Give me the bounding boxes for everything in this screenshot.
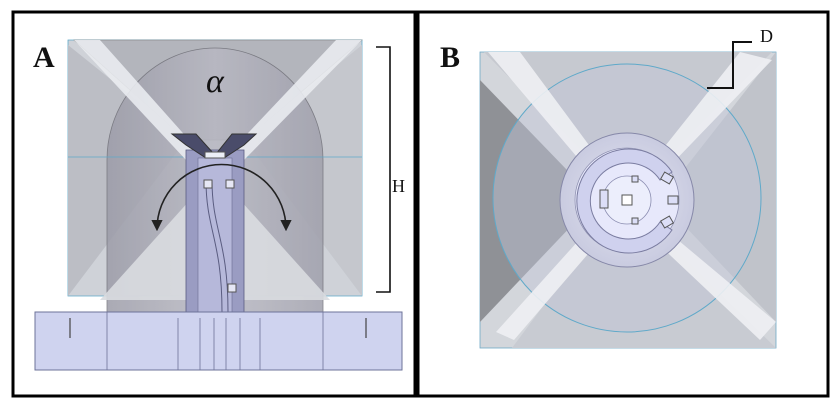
chip-1 bbox=[203, 179, 213, 189]
light-beam-top-left bbox=[488, 52, 600, 170]
diameter-label: D bbox=[760, 26, 773, 46]
height-label: H bbox=[392, 176, 405, 196]
prism-face-right bbox=[660, 52, 776, 322]
panel-a-label: A bbox=[33, 41, 55, 74]
center-tab-bottom bbox=[631, 217, 639, 225]
c-mount bbox=[576, 148, 673, 254]
light-beam-bottom-right bbox=[654, 230, 776, 340]
side-tab-2 bbox=[667, 195, 679, 205]
chip-3 bbox=[227, 283, 237, 293]
light-wedge-right-top bbox=[232, 40, 362, 160]
prism-face-top bbox=[484, 52, 772, 165]
side-tab-1 bbox=[659, 171, 675, 185]
diameter-bracket bbox=[707, 41, 752, 89]
base-plate bbox=[34, 311, 403, 371]
chip-2 bbox=[225, 179, 235, 189]
side-tab-3 bbox=[659, 215, 675, 229]
light-wedge-left-top bbox=[74, 40, 198, 160]
height-bracket bbox=[376, 46, 391, 293]
sensor-top bbox=[204, 151, 226, 159]
center-tab-top bbox=[631, 175, 639, 183]
angle-arc-arrow bbox=[151, 163, 292, 232]
light-beam-top-right bbox=[654, 52, 772, 170]
inner-wire bbox=[205, 179, 223, 313]
panel-b-label: B bbox=[440, 41, 460, 74]
light-beam-bottom-left bbox=[496, 230, 600, 340]
inner-wire-2 bbox=[211, 179, 229, 313]
panel-b: D B bbox=[416, 10, 830, 398]
panel-a: α H A bbox=[11, 10, 417, 398]
angle-symbol: α bbox=[206, 63, 225, 100]
center-chip bbox=[621, 194, 633, 206]
center-tab-left bbox=[599, 189, 609, 209]
